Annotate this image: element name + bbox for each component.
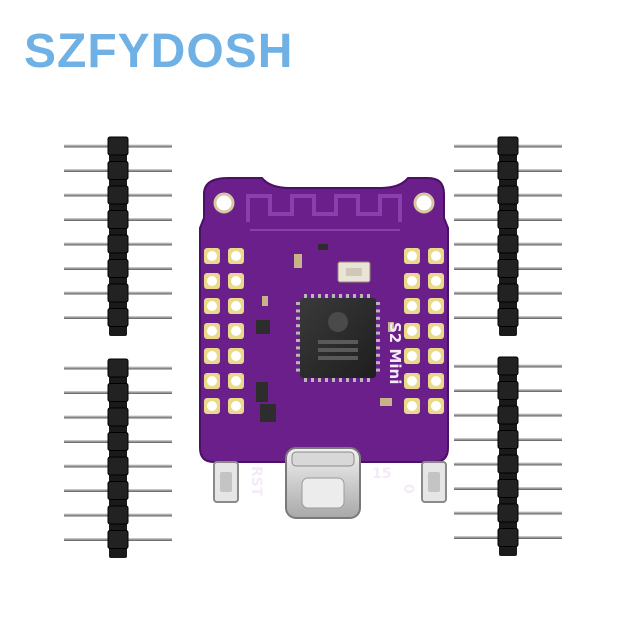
- usb-c-connector: [285, 447, 361, 519]
- espressif-logo-icon: [328, 312, 348, 332]
- boot-0-label: 0: [400, 484, 416, 494]
- ldo-regulator: [256, 320, 270, 334]
- pin-header-top-right: [454, 136, 562, 336]
- pin-hole: [407, 276, 417, 286]
- rst-button[interactable]: [213, 461, 239, 503]
- pin-hole: [407, 251, 417, 261]
- pin-hole: [431, 326, 441, 336]
- pin-hole: [431, 251, 441, 261]
- pin-hole: [431, 401, 441, 411]
- pin-header-top-left: [64, 136, 172, 336]
- pin-hole: [231, 276, 241, 286]
- pin-header-bottom-left: [64, 358, 172, 558]
- antenna-trace: [246, 194, 402, 222]
- pin-hole: [231, 351, 241, 361]
- board-model-label: S2 Mini: [386, 322, 404, 384]
- pin-hole: [231, 376, 241, 386]
- pin-hole: [207, 401, 217, 411]
- pin-hole: [431, 351, 441, 361]
- pin-hole: [207, 276, 217, 286]
- pin-15-label: 15: [372, 466, 391, 482]
- pin-hole: [207, 301, 217, 311]
- pin-hole: [207, 351, 217, 361]
- mount-hole-right: [413, 192, 435, 214]
- pin-hole: [407, 351, 417, 361]
- rst-label: RST: [248, 466, 264, 497]
- s2-mini-board: S2 Mini RST 15 0: [199, 177, 449, 519]
- pin-hole: [207, 326, 217, 336]
- pin-hole: [407, 376, 417, 386]
- pin-hole: [207, 251, 217, 261]
- esp32-s2-chip: [300, 298, 376, 378]
- chip-pins: [296, 294, 380, 382]
- pin-hole: [231, 326, 241, 336]
- brand-logo: SZFYDOSH: [24, 25, 294, 78]
- pin-header-bottom-right: [454, 356, 562, 556]
- boot-0-button[interactable]: [421, 461, 447, 503]
- pin-hole: [231, 251, 241, 261]
- pin-hole: [431, 301, 441, 311]
- pin-hole: [231, 401, 241, 411]
- pin-hole: [431, 376, 441, 386]
- pin-hole: [407, 301, 417, 311]
- pcb-pin-holes: [204, 248, 444, 414]
- mount-hole-left: [213, 192, 235, 214]
- pin-hole: [231, 301, 241, 311]
- pin-hole: [407, 326, 417, 336]
- pin-hole: [431, 276, 441, 286]
- pin-hole: [207, 376, 217, 386]
- transistor: [260, 404, 276, 422]
- pin-hole: [407, 401, 417, 411]
